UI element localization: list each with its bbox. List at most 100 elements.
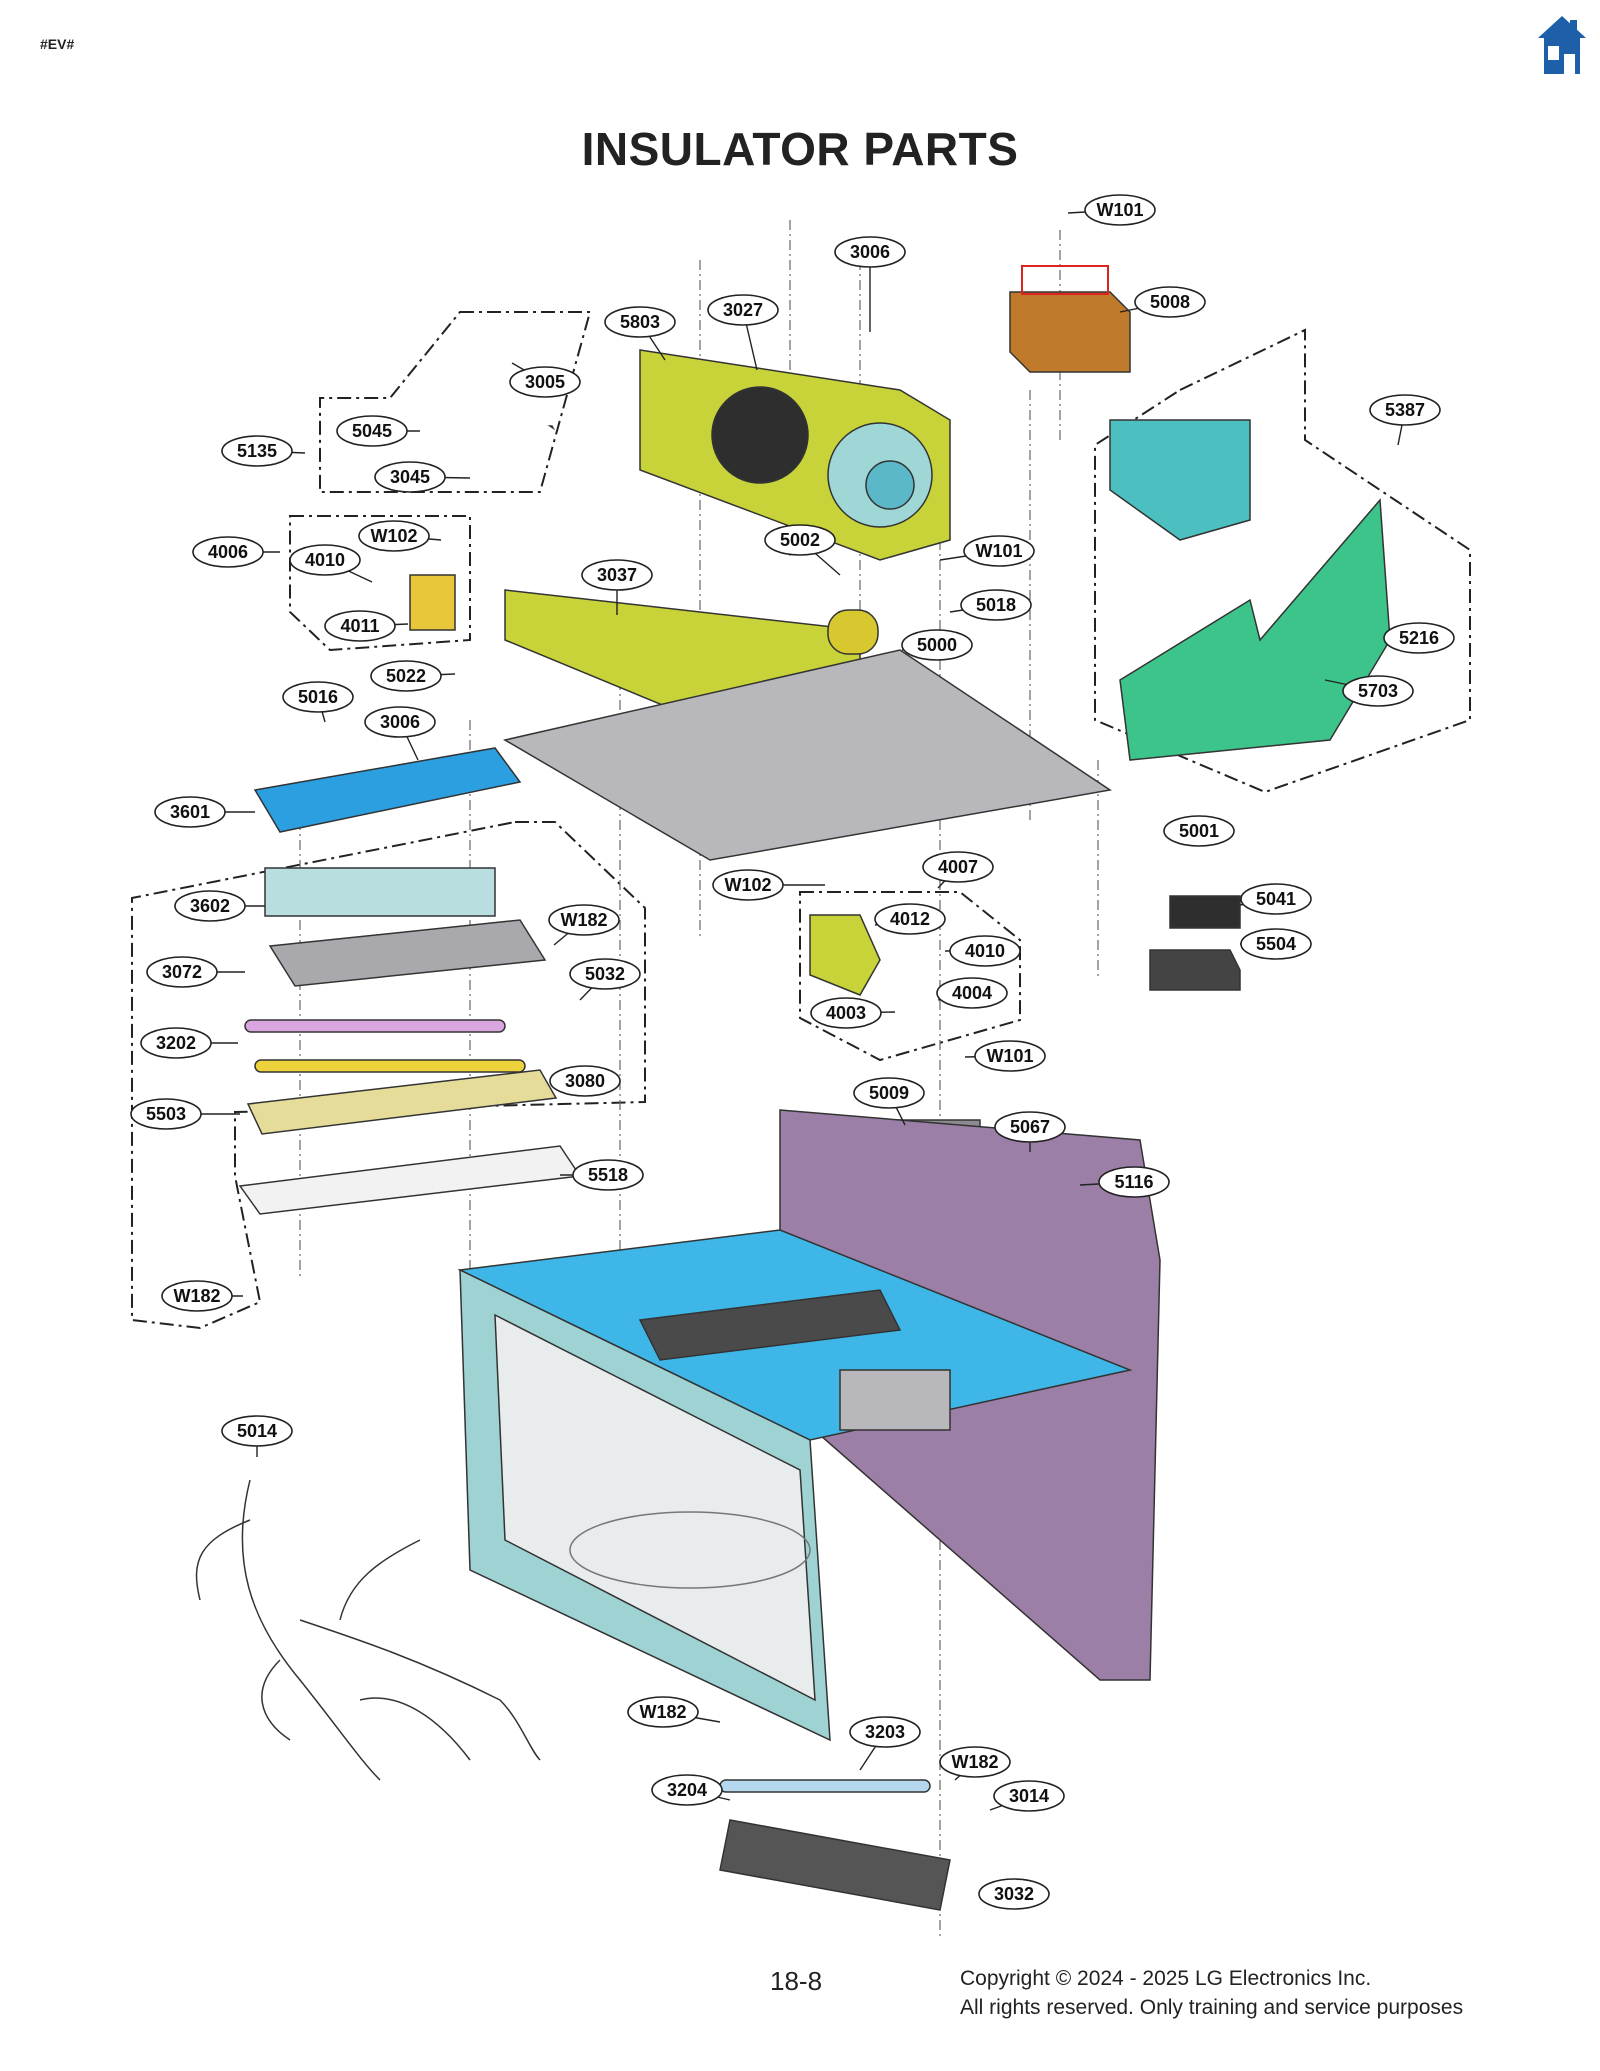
part-label-w182: W182	[627, 1696, 721, 1728]
label-bubble	[174, 890, 246, 922]
label-bubble	[146, 956, 218, 988]
label-text: 5032	[585, 964, 625, 984]
label-bubble	[161, 1280, 233, 1312]
label-bubble	[130, 1098, 202, 1130]
label-bubble	[1163, 815, 1235, 847]
part-label-4011: 4011	[324, 610, 409, 642]
label-text: 5503	[146, 1104, 186, 1124]
label-text: 5067	[1010, 1117, 1050, 1137]
part-label-3601: 3601	[154, 796, 255, 828]
label-text: 5116	[1114, 1172, 1153, 1192]
part-label-5116: 5116	[1079, 1166, 1170, 1198]
label-bubble	[289, 544, 361, 576]
part-label-3602: 3602	[174, 890, 265, 922]
transformer-5008	[1009, 291, 1131, 373]
part-label-3014: 3014	[989, 1780, 1065, 1812]
part-label-5002: 5002	[764, 524, 841, 576]
label-bubble	[901, 629, 973, 661]
label-text: W101	[986, 1046, 1033, 1066]
outline-4006	[289, 515, 471, 652]
part-label-5216: 5216	[1383, 622, 1455, 654]
part-label-4003: 4003	[810, 997, 896, 1029]
insulator-3602	[264, 867, 496, 917]
label-bubble	[974, 1040, 1046, 1072]
fan-housing-5387	[1109, 419, 1251, 541]
label-bubble	[1342, 675, 1414, 707]
part-label-w102: W102	[358, 520, 442, 552]
part-label-w101: W101	[964, 1040, 1046, 1072]
label-text: W102	[724, 875, 771, 895]
label-bubble	[949, 935, 1021, 967]
home-button[interactable]	[1536, 14, 1588, 76]
dash-outlines	[131, 311, 1471, 1330]
label-bubble	[1240, 928, 1312, 960]
copyright: Copyright © 2024 - 2025 LG Electronics I…	[960, 1964, 1463, 2022]
part-label-4006: 4006	[192, 536, 280, 568]
label-bubble	[549, 1065, 621, 1097]
part-label-5016: 5016	[282, 681, 354, 723]
part-label-3080: 3080	[549, 1065, 621, 1097]
part-label-4004: 4004	[936, 977, 1008, 1009]
part-label-4010: 4010	[945, 935, 1021, 967]
part-label-5045: 5045	[336, 415, 420, 447]
label-bubble	[764, 524, 836, 556]
part-label-5803: 5803	[604, 306, 676, 361]
label-bubble	[192, 536, 264, 568]
label-text: W182	[173, 1286, 220, 1306]
label-text: 5504	[1256, 934, 1296, 954]
part-label-3037: 3037	[581, 559, 653, 615]
label-text: 5703	[1358, 681, 1398, 701]
label-text: 5041	[1256, 889, 1296, 909]
part-label-5001: 5001	[1163, 815, 1235, 847]
label-text: 5518	[588, 1165, 628, 1185]
part-label-3005: 3005	[509, 362, 581, 398]
label-bubble	[282, 681, 354, 713]
label-bubble	[140, 1027, 212, 1059]
part-label-3045: 3045	[374, 461, 471, 493]
bracket-5504	[1149, 949, 1241, 991]
label-text: 5022	[386, 666, 426, 686]
label-text: 4007	[938, 857, 978, 877]
heater-3202	[244, 1019, 506, 1033]
label-text: 5803	[620, 312, 660, 332]
part-label-w182: W182	[939, 1746, 1011, 1781]
label-text: 3006	[850, 242, 890, 262]
part-label-5135: 5135	[221, 435, 306, 467]
plate-5518	[238, 1145, 582, 1215]
label-bubble	[1383, 622, 1455, 654]
part-label-5703: 5703	[1324, 675, 1414, 707]
part-label-5014: 5014	[221, 1415, 293, 1457]
label-text: 5018	[976, 595, 1016, 615]
part-label-5067: 5067	[994, 1111, 1066, 1152]
capacitor-5000	[827, 609, 879, 655]
label-text: 3602	[190, 896, 230, 916]
label-bubble	[364, 706, 436, 738]
turntable-recess	[569, 1511, 811, 1589]
part-label-w101: W101	[1067, 194, 1156, 226]
label-text: 5016	[298, 687, 338, 707]
part-label-3072: 3072	[146, 956, 245, 988]
outline-heater	[131, 821, 646, 1330]
label-text: W101	[1096, 200, 1143, 220]
label-bubble	[374, 461, 446, 493]
part-label-w182: W182	[161, 1280, 243, 1312]
part-label-3006: 3006	[834, 236, 906, 332]
heater-3203	[719, 1779, 931, 1793]
part-label-w101: W101	[939, 535, 1035, 567]
label-text: W101	[975, 541, 1022, 561]
stirrer-motor	[839, 1369, 951, 1431]
label-bubble	[572, 1159, 644, 1191]
label-text: 4010	[305, 550, 345, 570]
label-bubble	[994, 1111, 1066, 1143]
label-bubble	[221, 1415, 293, 1447]
heater-yellow	[254, 1059, 526, 1073]
switch-4011	[409, 574, 456, 631]
label-text: 3006	[380, 712, 420, 732]
label-bubble	[922, 851, 994, 883]
wire-harness-5014	[195, 1479, 541, 1781]
label-text: 3080	[565, 1071, 605, 1091]
label-text: W102	[370, 526, 417, 546]
part-label-5032: 5032	[569, 958, 641, 1001]
label-text: 5009	[869, 1083, 909, 1103]
grill-mesh	[638, 1289, 902, 1361]
